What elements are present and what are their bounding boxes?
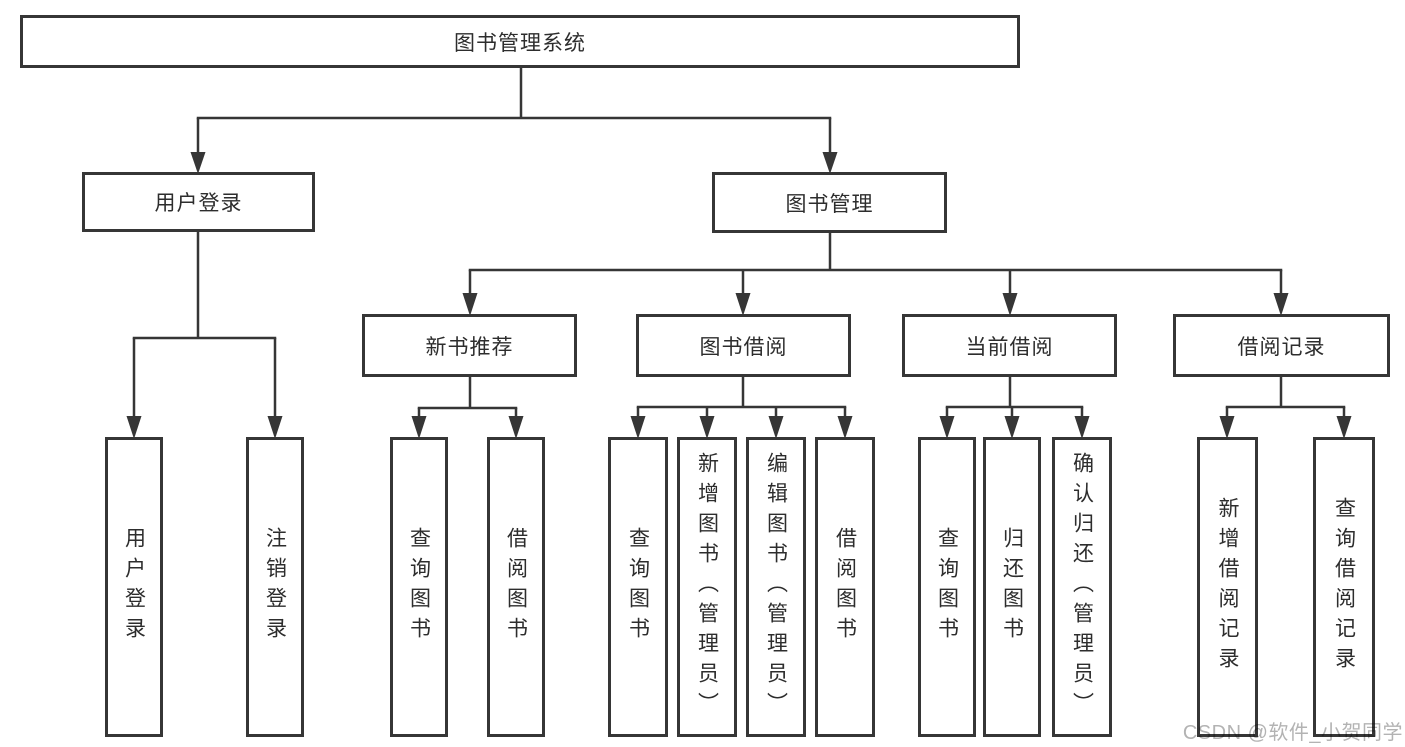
leaf-logout: 注销登录 [246, 437, 304, 737]
leaf-newbook-borrow-books-label: 借阅图书 [504, 527, 528, 647]
node-library-system-label: 图书管理系统 [454, 31, 586, 55]
leaf-current-query-books: 查询图书 [918, 437, 976, 737]
leaf-newbook-query-books: 查询图书 [390, 437, 448, 737]
leaf-records-add-record-label: 新增借阅记录 [1216, 497, 1239, 677]
leaf-records-query-record: 查询借阅记录 [1313, 437, 1375, 737]
leaf-user-login-label: 用户登录 [122, 527, 146, 647]
node-library-system: 图书管理系统 [20, 15, 1020, 68]
leaf-borrowing-query-books: 查询图书 [608, 437, 668, 737]
leaf-current-confirm-return-admin-label: 确认归还（管理员） [1070, 452, 1094, 722]
leaf-borrowing-query-books-label: 查询图书 [626, 527, 650, 647]
csdn-watermark: CSDN @软件_小贺同学 [1182, 722, 1403, 744]
node-borrowing-records: 借阅记录 [1173, 314, 1390, 377]
leaf-user-login: 用户登录 [105, 437, 163, 737]
leaf-newbook-borrow-books: 借阅图书 [487, 437, 545, 737]
leaf-current-return-books-label: 归还图书 [1000, 527, 1024, 647]
node-user-login: 用户登录 [82, 172, 315, 232]
leaf-borrowing-borrow-books: 借阅图书 [815, 437, 875, 737]
node-current-borrowing-label: 当前借阅 [965, 335, 1054, 359]
node-book-borrowing-label: 图书借阅 [699, 335, 788, 359]
leaf-records-add-record: 新增借阅记录 [1197, 437, 1258, 737]
node-book-management-label: 图书管理 [785, 192, 874, 216]
node-book-management: 图书管理 [712, 172, 947, 233]
leaf-borrowing-edit-books-admin: 编辑图书（管理员） [746, 437, 806, 737]
node-new-book-recommend-label: 新书推荐 [425, 335, 514, 359]
leaf-newbook-query-books-label: 查询图书 [407, 527, 431, 647]
leaf-current-query-books-label: 查询图书 [935, 527, 959, 647]
node-borrowing-records-label: 借阅记录 [1237, 335, 1326, 359]
leaf-borrowing-add-books-admin: 新增图书（管理员） [677, 437, 737, 737]
leaf-records-query-record-label: 查询借阅记录 [1332, 497, 1356, 677]
node-current-borrowing: 当前借阅 [902, 314, 1117, 377]
node-new-book-recommend: 新书推荐 [362, 314, 577, 377]
leaf-logout-label: 注销登录 [263, 527, 287, 647]
leaf-current-return-books: 归还图书 [983, 437, 1041, 737]
leaf-borrowing-add-books-admin-label: 新增图书（管理员） [695, 452, 719, 722]
leaf-current-confirm-return-admin: 确认归还（管理员） [1052, 437, 1112, 737]
node-user-login-label: 用户登录 [154, 192, 243, 215]
node-book-borrowing: 图书借阅 [636, 314, 851, 377]
leaf-borrowing-borrow-books-label: 借阅图书 [833, 527, 857, 647]
leaf-borrowing-edit-books-admin-label: 编辑图书（管理员） [764, 452, 788, 722]
